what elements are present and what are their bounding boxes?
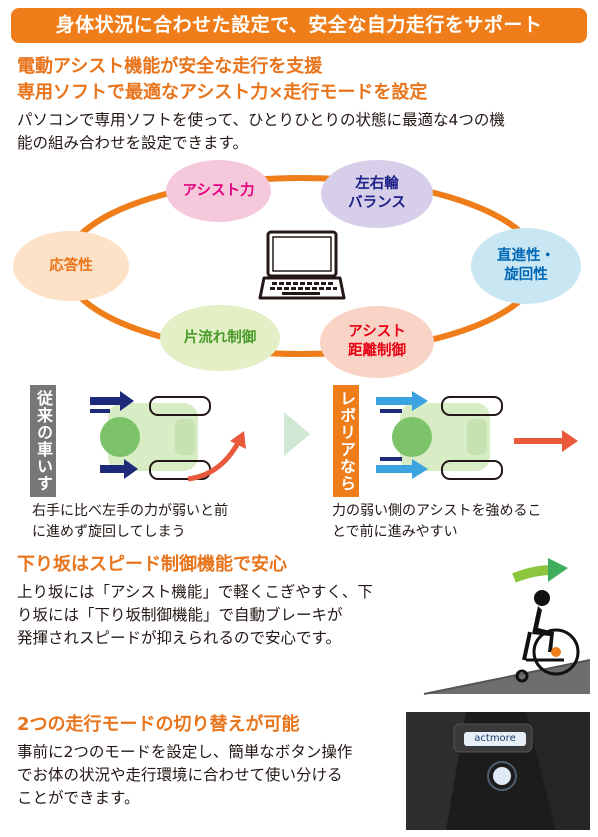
- slope-body-line2: り坂には「下り坂制御機能」で自動ブレーキが: [17, 606, 343, 624]
- bubble-assist-power: アシスト力: [166, 160, 271, 222]
- laptop-icon: [258, 230, 346, 300]
- assist-heading-line2: 専用ソフトで最適なアシスト力×走行モードを設定: [17, 82, 428, 103]
- slope-heading: 下り坂はスピード制御機能で安心: [17, 554, 287, 575]
- conventional-caption-line1: 右手に比べ左手の力が弱いと前: [32, 503, 228, 519]
- mode-switch-photo: actmore: [406, 712, 590, 830]
- reborea-caption-line1: 力の弱い側のアシストを強めるこ: [332, 503, 542, 519]
- reborea-caption-line2: とで前に進みやすい: [332, 524, 458, 540]
- conventional-wheelchair-illustration: [90, 391, 246, 482]
- comparison-arrow-icon: [284, 412, 310, 456]
- mode-switch-photo-art: [406, 712, 590, 830]
- bubble-straightness: 直進性・ 旋回性: [471, 228, 581, 304]
- assist-body-line1: パソコンで専用ソフトを使って、ひとりひとりの状態に最適な4つの機: [17, 111, 505, 129]
- mode-heading: 2つの走行モードの切り替えが可能: [17, 714, 300, 735]
- mode-body-line3: ことができます。: [17, 789, 140, 807]
- reborea-label: レボリアなら: [333, 385, 359, 497]
- assist-body-line2: 能の組み合わせを設定できます。: [17, 134, 248, 152]
- conventional-label: 従来の車いす: [30, 385, 56, 497]
- reborea-wheelchair-illustration: [376, 391, 578, 480]
- bubble-lr-balance: 左右輪 バランス: [321, 160, 433, 228]
- bubble-drift-control: 片流れ制御: [160, 305, 280, 371]
- bubble-assist-distance: アシスト 距離制御: [320, 306, 434, 378]
- page-banner: 身体状況に合わせた設定で、安全な自力走行をサポート: [11, 8, 587, 43]
- conventional-caption-line2: に進めず旋回してしまう: [32, 524, 186, 540]
- bubble-response: 応答性: [13, 231, 129, 301]
- slope-illustration: [423, 548, 591, 695]
- mode-body-line2: でお体の状況や走行環境に合わせて使い分ける: [17, 766, 343, 784]
- slope-body-line3: 発揮されスピードが抑えられるので安心です。: [17, 629, 341, 647]
- slope-body-line1: 上り坂には「アシスト機能」で軽くこぎやすく、下: [17, 583, 373, 601]
- assist-heading-line1: 電動アシスト機能が安全な走行を支援: [17, 56, 323, 77]
- mode-body-line1: 事前に2つのモードを設定し、簡単なボタン操作: [17, 743, 353, 761]
- brand-label: actmore: [474, 733, 516, 744]
